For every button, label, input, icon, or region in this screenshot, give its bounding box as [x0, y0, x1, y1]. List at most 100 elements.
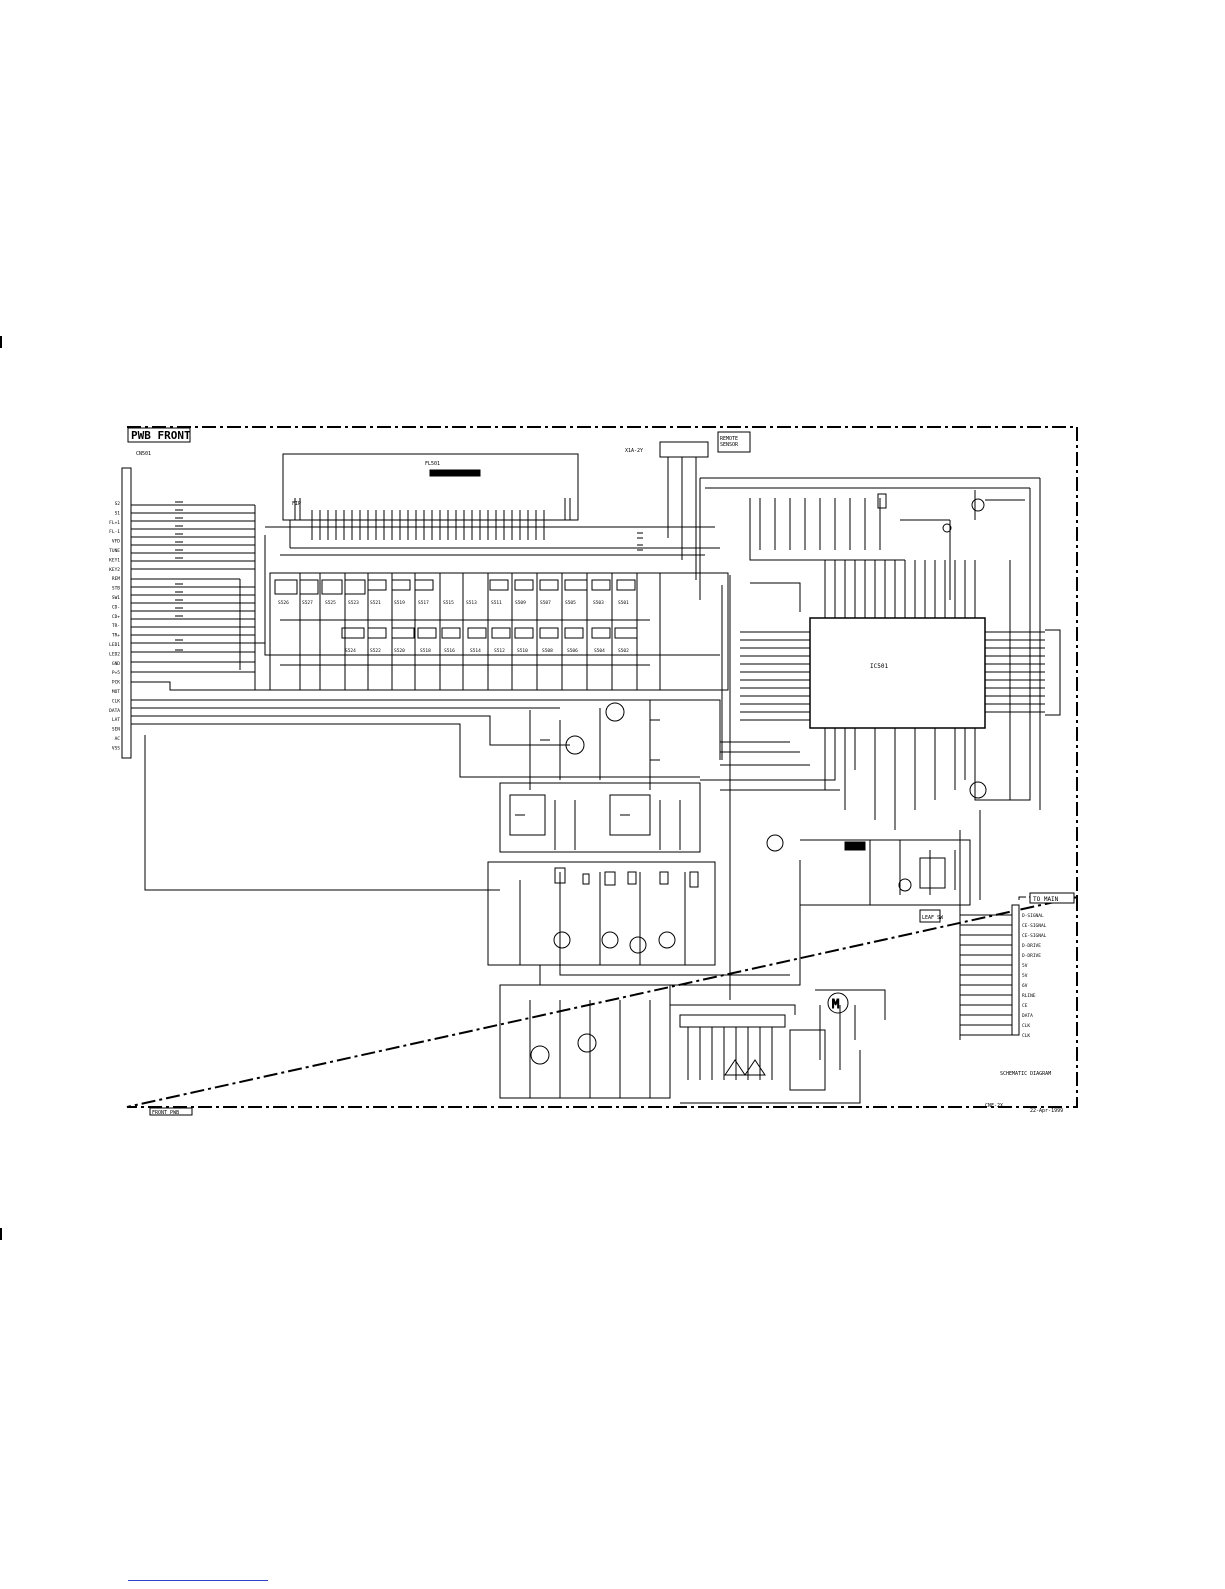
left-pin-label: TR-	[112, 623, 120, 629]
crop-mark-upper	[0, 336, 2, 348]
left-pin-label: CD-	[112, 604, 120, 610]
switch-label: S521	[370, 600, 381, 606]
left-pin-label: SEN	[112, 727, 120, 733]
right-pin-label: CLK	[1022, 1023, 1030, 1029]
right-pin-label: D-SIGNAL	[1022, 913, 1044, 919]
right-pin-label: CE-SIGNAL	[1022, 933, 1047, 939]
right-pin-label: D-DRIVE	[1022, 953, 1041, 959]
switch-label: S523	[348, 600, 359, 606]
left-pin-label: S2	[115, 501, 121, 507]
left-connector	[121, 467, 132, 759]
left-pin-label: S1	[115, 510, 121, 516]
left-pin-label: P+5	[112, 670, 120, 676]
switch-label: S512	[494, 648, 505, 654]
switch-label: S520	[394, 648, 405, 654]
motor-symbol: M	[827, 992, 849, 1014]
left-pin-label: PCK	[112, 680, 120, 686]
motor-label: M	[832, 997, 839, 1011]
left-pin-label: KEY1	[109, 557, 120, 563]
note-diagram-title: SCHEMATIC DIAGRAM	[1000, 1071, 1051, 1077]
switch-label: S525	[325, 600, 336, 606]
crop-mark-lower	[0, 1228, 2, 1240]
left-pin-label: VFD	[112, 539, 120, 545]
switch-labels: S526 S527 S525 S523 S521 S519 S517 S515 S513 S511…	[278, 600, 629, 654]
bottom-left-tag: FRONT PWB	[152, 1110, 179, 1116]
board-title: PWB FRONT	[131, 429, 191, 442]
left-pin-label: SW1	[112, 595, 120, 601]
right-pin-label: 5V	[1022, 973, 1028, 979]
switch-label: S517	[418, 600, 429, 606]
display-part: FL501	[425, 461, 440, 467]
switch-label: S514	[470, 648, 481, 654]
left-pin-label: LED2	[109, 651, 120, 657]
left-pin-label: FL-1	[109, 529, 120, 535]
display-type: FIP	[292, 501, 301, 507]
switch-label: S503	[593, 600, 604, 606]
switch-label: S508	[542, 648, 553, 654]
switch-label: S502	[618, 648, 629, 654]
left-pin-label: VSS	[112, 745, 120, 751]
leaf-switch-label: LEAF SW	[922, 915, 944, 921]
switch-label: S519	[394, 600, 405, 606]
note-date: 22-Apr-1999	[1030, 1108, 1063, 1114]
switch-label: S515	[443, 600, 454, 606]
right-pin-label: CLK	[1022, 1033, 1030, 1039]
right-pin-label: RLINE	[1022, 993, 1036, 999]
display-tube	[282, 453, 579, 521]
left-pin-labels: S2S1FL+1FL-1VFDTUNEKEY1KEY2REMSTBSW1CD-C…	[109, 501, 120, 751]
left-pin-label: KEY2	[109, 567, 120, 573]
note-model: CNF-2X	[985, 1103, 1003, 1109]
right-pin-label: CE-SIGNAL	[1022, 923, 1047, 929]
switch-label: S505	[565, 600, 576, 606]
switch-label: S524	[345, 648, 356, 654]
switch-label: S507	[540, 600, 551, 606]
board-outline	[126, 426, 1078, 1108]
right-pin-labels: D-SIGNAL CE-SIGNAL CE-SIGNAL D-DRIVE D-DRIVE…	[1022, 913, 1047, 1039]
left-pin-label: CLK	[112, 698, 120, 704]
remote-sensor	[659, 441, 709, 458]
switch-label: S504	[594, 648, 605, 654]
switch-label: S527	[302, 600, 313, 606]
connector-part: CN501	[136, 451, 151, 457]
right-connector	[1011, 904, 1020, 1036]
switch-label: S513	[466, 600, 477, 606]
right-pin-label: DATA	[1022, 1013, 1033, 1019]
motor-circle	[827, 992, 849, 1014]
left-pin-label: MOT	[112, 689, 120, 695]
left-pin-label: CD+	[112, 614, 120, 620]
left-pin-label: TR+	[112, 633, 120, 639]
left-pin-label: LED1	[109, 642, 120, 648]
right-pin-label: 6V	[1022, 983, 1028, 989]
left-pin-label: TUNE	[109, 548, 120, 554]
switch-label: S509	[515, 600, 526, 606]
switch-matrix	[269, 572, 729, 691]
encoder-left	[509, 794, 546, 836]
switch-label: S522	[370, 648, 381, 654]
switch-label: S526	[278, 600, 289, 606]
motor-driver-connector	[679, 1014, 786, 1028]
switch-label: S511	[491, 600, 502, 606]
right-connector-label: TO MAIN	[1033, 896, 1059, 903]
right-pin-label: 5V	[1022, 963, 1028, 969]
switch-label: S518	[420, 648, 431, 654]
board-title-box	[127, 427, 191, 443]
remote-part: X1A-2Y	[625, 448, 643, 454]
switch-label: S510	[517, 648, 528, 654]
left-pin-label: FL+1	[109, 520, 120, 526]
right-pin-label: CE	[1022, 1003, 1028, 1009]
switch-label: S506	[567, 648, 578, 654]
main-ic	[809, 617, 986, 729]
ic-part: IC501	[870, 663, 888, 670]
encoder-right	[609, 794, 651, 836]
switch-label: S516	[444, 648, 455, 654]
right-pin-label: D-DRIVE	[1022, 943, 1041, 949]
left-pin-label: GND	[112, 661, 120, 667]
left-pin-label: AC	[115, 736, 121, 742]
left-pin-label: LAT	[112, 717, 120, 723]
switch-label: S501	[618, 600, 629, 606]
left-pin-label: REM	[112, 576, 120, 582]
left-pin-label: DATA	[109, 708, 120, 714]
